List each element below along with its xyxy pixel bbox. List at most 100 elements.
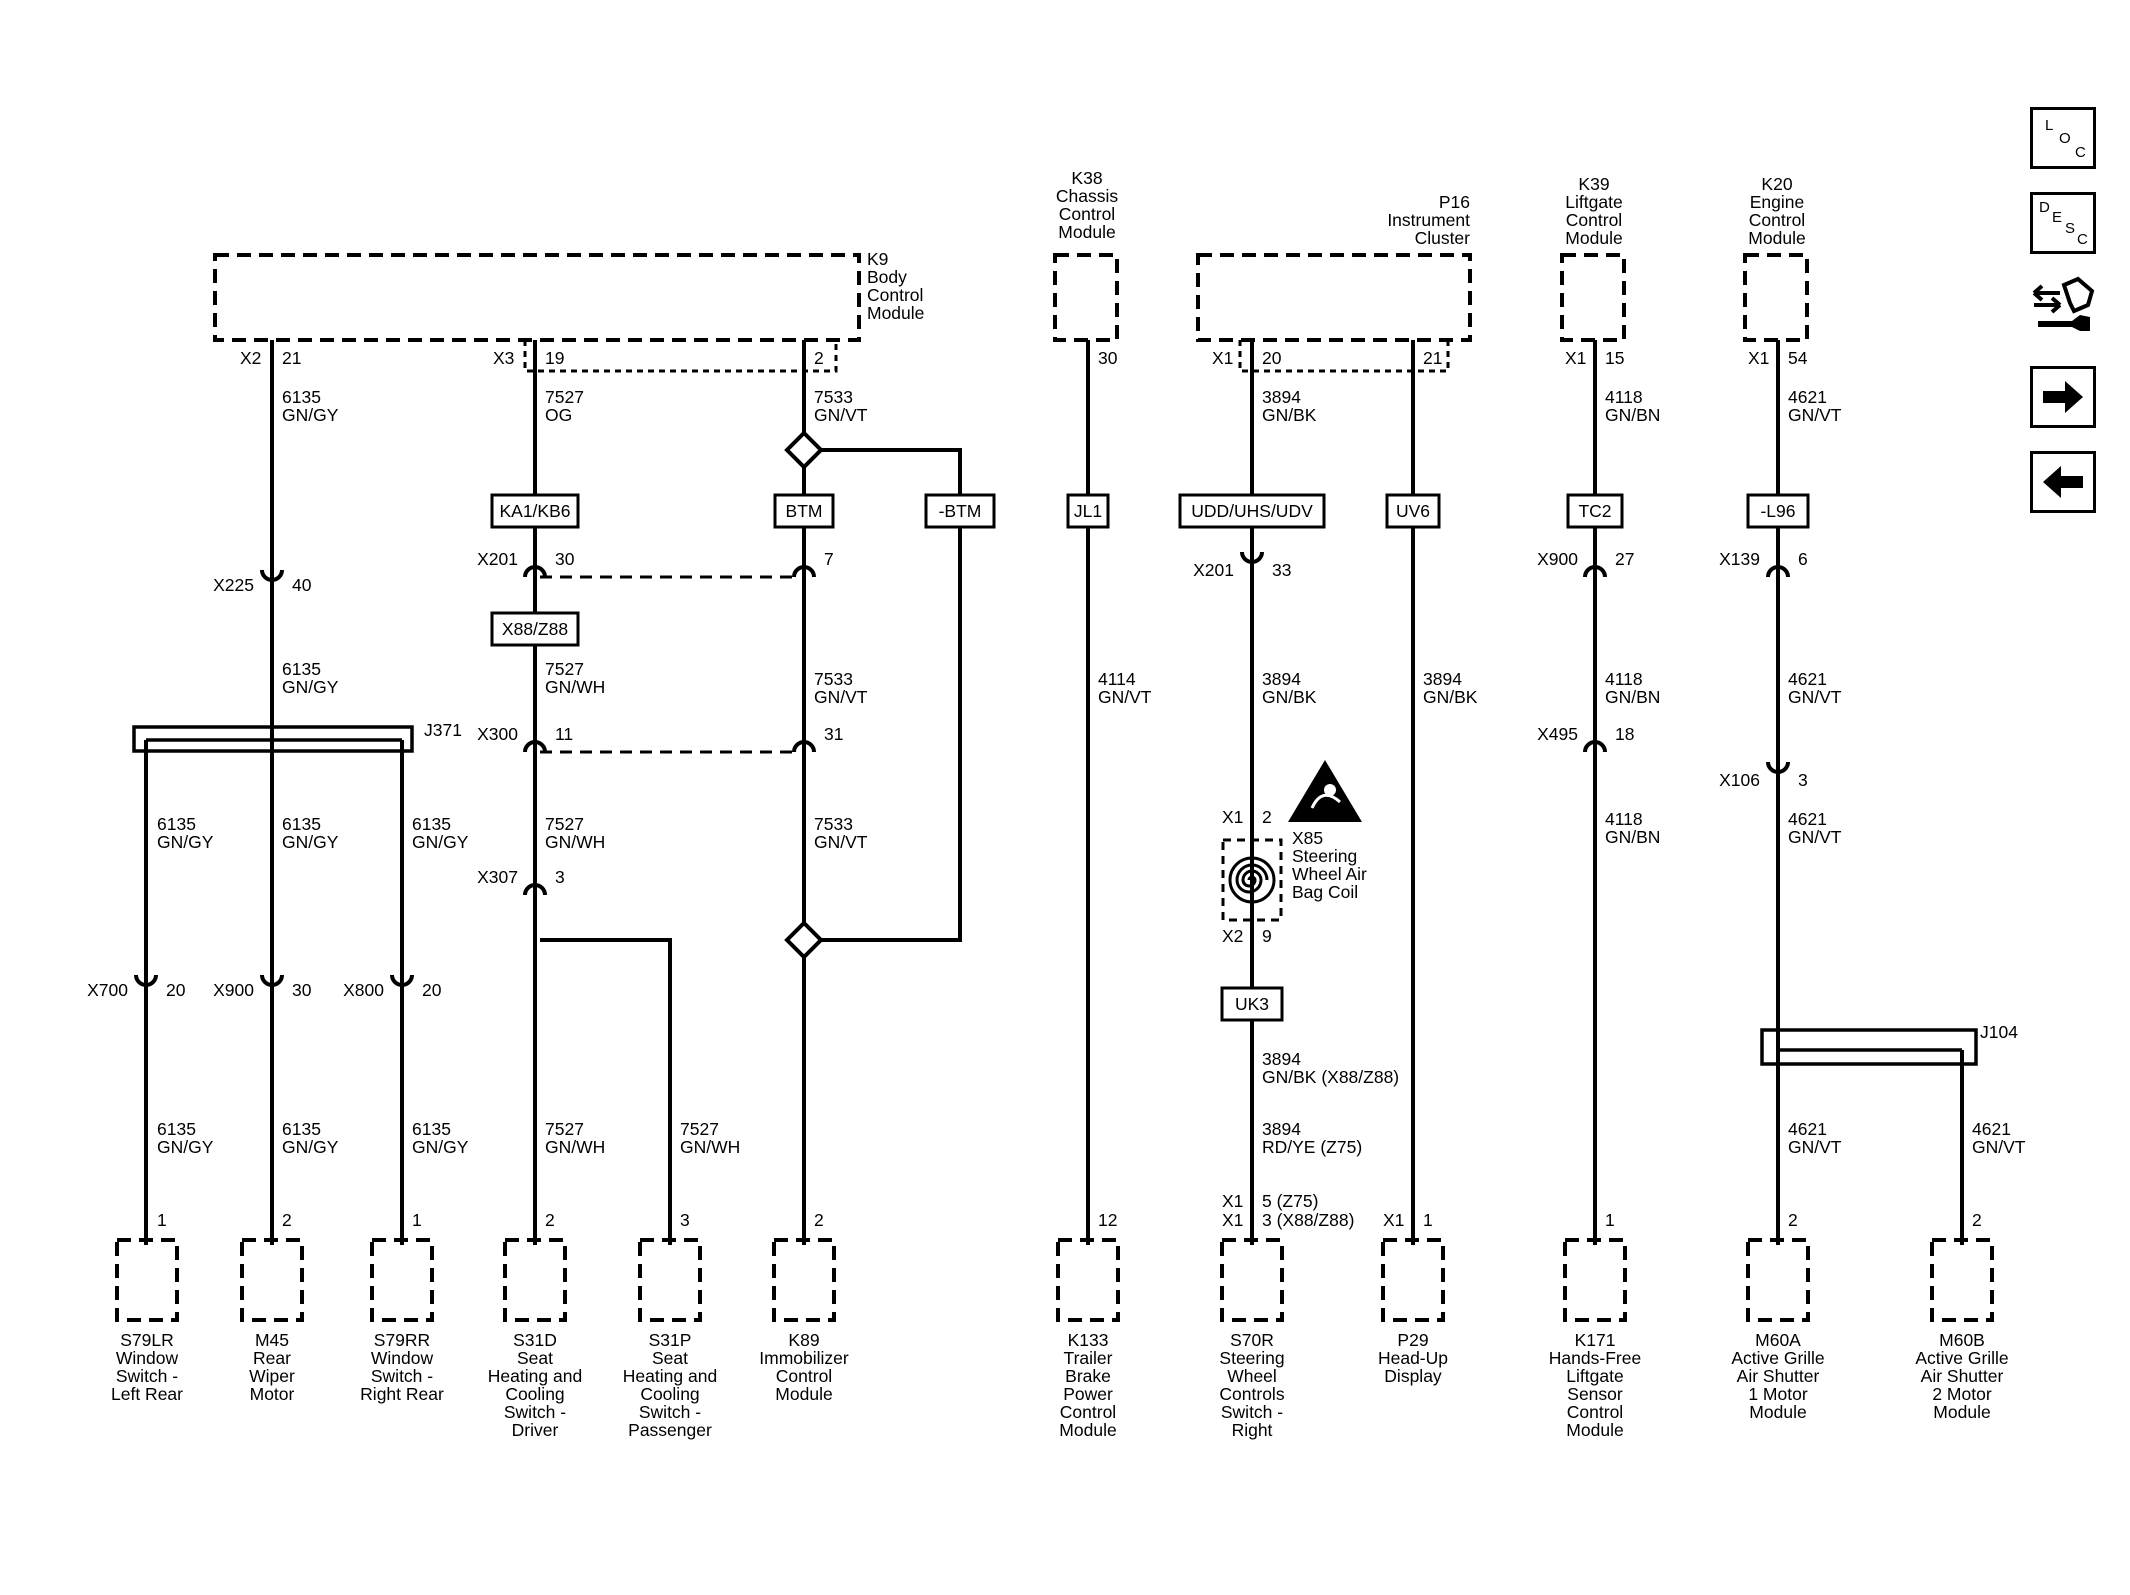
svg-text:11: 11 <box>555 724 573 744</box>
k9-x3-connector-outline <box>523 340 838 373</box>
k38-module-box <box>1053 253 1119 342</box>
x900b-connector <box>1583 565 1607 578</box>
svg-text:Window: Window <box>371 1348 434 1368</box>
svg-text:Control: Control <box>776 1366 832 1386</box>
airbag-warning-icon <box>1288 760 1362 822</box>
s79rr-box <box>370 1238 434 1322</box>
splice-j104-label: J104 <box>1980 1022 2018 1042</box>
next-button[interactable] <box>2030 366 2096 428</box>
svg-text:3894: 3894 <box>1262 1119 1301 1139</box>
wire-7527-passenger <box>540 938 672 1245</box>
svg-text:Display: Display <box>1384 1366 1442 1386</box>
svg-text:X2: X2 <box>1222 926 1243 946</box>
s31p-box <box>638 1238 702 1322</box>
k89-name: K89 <box>788 1330 819 1350</box>
svg-text:Power: Power <box>1063 1384 1113 1404</box>
svg-text:K9: K9 <box>867 249 888 269</box>
svg-text:GN/GY: GN/GY <box>412 832 469 852</box>
svg-text:40: 40 <box>292 575 312 595</box>
svg-text:3: 3 <box>555 867 565 887</box>
svg-text:1: 1 <box>412 1210 422 1230</box>
svg-text:15: 15 <box>1605 348 1624 368</box>
k89-box <box>772 1238 836 1322</box>
svg-text:X495: X495 <box>1537 724 1578 744</box>
k171-box <box>1563 1238 1627 1322</box>
option-l96-box <box>1746 493 1810 529</box>
wire-7533-nbtm <box>804 448 962 942</box>
svg-text:Seat: Seat <box>517 1348 553 1368</box>
svg-text:7: 7 <box>824 549 834 569</box>
svg-text:GN/BN: GN/BN <box>1605 405 1660 425</box>
svg-text:Switch -: Switch - <box>504 1402 566 1422</box>
svg-text:OG: OG <box>545 405 572 425</box>
back-button[interactable] <box>2030 451 2096 513</box>
x85-name: X85 <box>1292 828 1323 848</box>
svg-text:RD/YE (Z75): RD/YE (Z75) <box>1262 1137 1362 1157</box>
svg-text:GN/BK: GN/BK <box>1262 405 1317 425</box>
pin-label: X2 <box>240 348 261 368</box>
svg-text:GN/GY: GN/GY <box>157 1137 214 1157</box>
splice-j104 <box>1760 1028 1978 1066</box>
svg-text:X201: X201 <box>1193 560 1234 580</box>
svg-text:GN/WH: GN/WH <box>545 832 605 852</box>
x201c-connector <box>1240 551 1264 564</box>
svg-text:4621: 4621 <box>1788 387 1827 407</box>
svg-text:GN/VT: GN/VT <box>1972 1137 2026 1157</box>
s31d-name: S31D <box>513 1330 557 1350</box>
splice-j371-label: J371 <box>424 720 462 740</box>
svg-text:Sensor: Sensor <box>1567 1384 1623 1404</box>
svg-text:Module: Module <box>867 303 924 323</box>
svg-text:Control: Control <box>1749 210 1805 230</box>
svg-text:X900: X900 <box>1537 549 1578 569</box>
svg-text:9: 9 <box>1262 926 1272 946</box>
arrow-right-icon <box>2043 381 2083 413</box>
option-x88z88-box <box>490 611 580 647</box>
svg-text:GN/WH: GN/WH <box>680 1137 740 1157</box>
connector-label: X225 <box>213 575 254 595</box>
svg-text:20: 20 <box>422 980 442 1000</box>
svg-text:4621: 4621 <box>1972 1119 2011 1139</box>
svg-text:Seat: Seat <box>652 1348 688 1368</box>
svg-text:X300: X300 <box>477 724 518 744</box>
p16-module-box <box>1196 253 1472 342</box>
svg-text:4118: 4118 <box>1605 387 1643 407</box>
svg-text:Module: Module <box>1933 1402 1990 1422</box>
svg-text:18: 18 <box>1615 724 1634 744</box>
svg-text:6135: 6135 <box>157 1119 196 1139</box>
svg-text:6135: 6135 <box>412 814 451 834</box>
svg-text:Window: Window <box>116 1348 179 1368</box>
svg-text:3894: 3894 <box>1262 669 1301 689</box>
svg-text:Liftgate: Liftgate <box>1565 192 1622 212</box>
junction-diamond-bottom <box>784 920 824 960</box>
k9-name: K9 <box>867 249 888 269</box>
svg-text:Module: Module <box>775 1384 832 1404</box>
svg-text:20: 20 <box>166 980 186 1000</box>
svg-text:GN/VT: GN/VT <box>1098 687 1152 707</box>
svg-text:GN/VT: GN/VT <box>1788 827 1842 847</box>
junction-diamond-top <box>784 430 824 470</box>
svg-text:Chassis: Chassis <box>1056 186 1118 206</box>
svg-text:21: 21 <box>1423 348 1442 368</box>
connector-wrench-icon[interactable] <box>2030 275 2098 339</box>
option-l96: -L96 <box>1760 501 1795 521</box>
svg-text:2: 2 <box>1262 807 1272 827</box>
svg-text:Brake: Brake <box>1065 1366 1111 1386</box>
svg-text:4621: 4621 <box>1788 809 1827 829</box>
svg-text:Engine: Engine <box>1750 192 1805 212</box>
svg-text:GN/WH: GN/WH <box>545 677 605 697</box>
option-ka1kb6-box <box>490 493 580 529</box>
svg-text:7527: 7527 <box>545 659 584 679</box>
svg-text:3894: 3894 <box>1423 669 1462 689</box>
svg-text:3: 3 <box>680 1210 690 1230</box>
svg-text:GN/VT: GN/VT <box>1788 1137 1842 1157</box>
svg-text:3894: 3894 <box>1262 1049 1301 1069</box>
loc-button[interactable]: L O C <box>2030 107 2096 169</box>
svg-text:4621: 4621 <box>1788 669 1827 689</box>
svg-text:Cluster: Cluster <box>1415 228 1471 248</box>
svg-text:12: 12 <box>1098 1210 1117 1230</box>
svg-text:19: 19 <box>545 348 564 368</box>
svg-text:7533: 7533 <box>814 669 853 689</box>
svg-text:Cooling: Cooling <box>505 1384 564 1404</box>
component-pin: 1 <box>157 1210 167 1230</box>
desc-button[interactable]: D E S C <box>2030 192 2096 254</box>
